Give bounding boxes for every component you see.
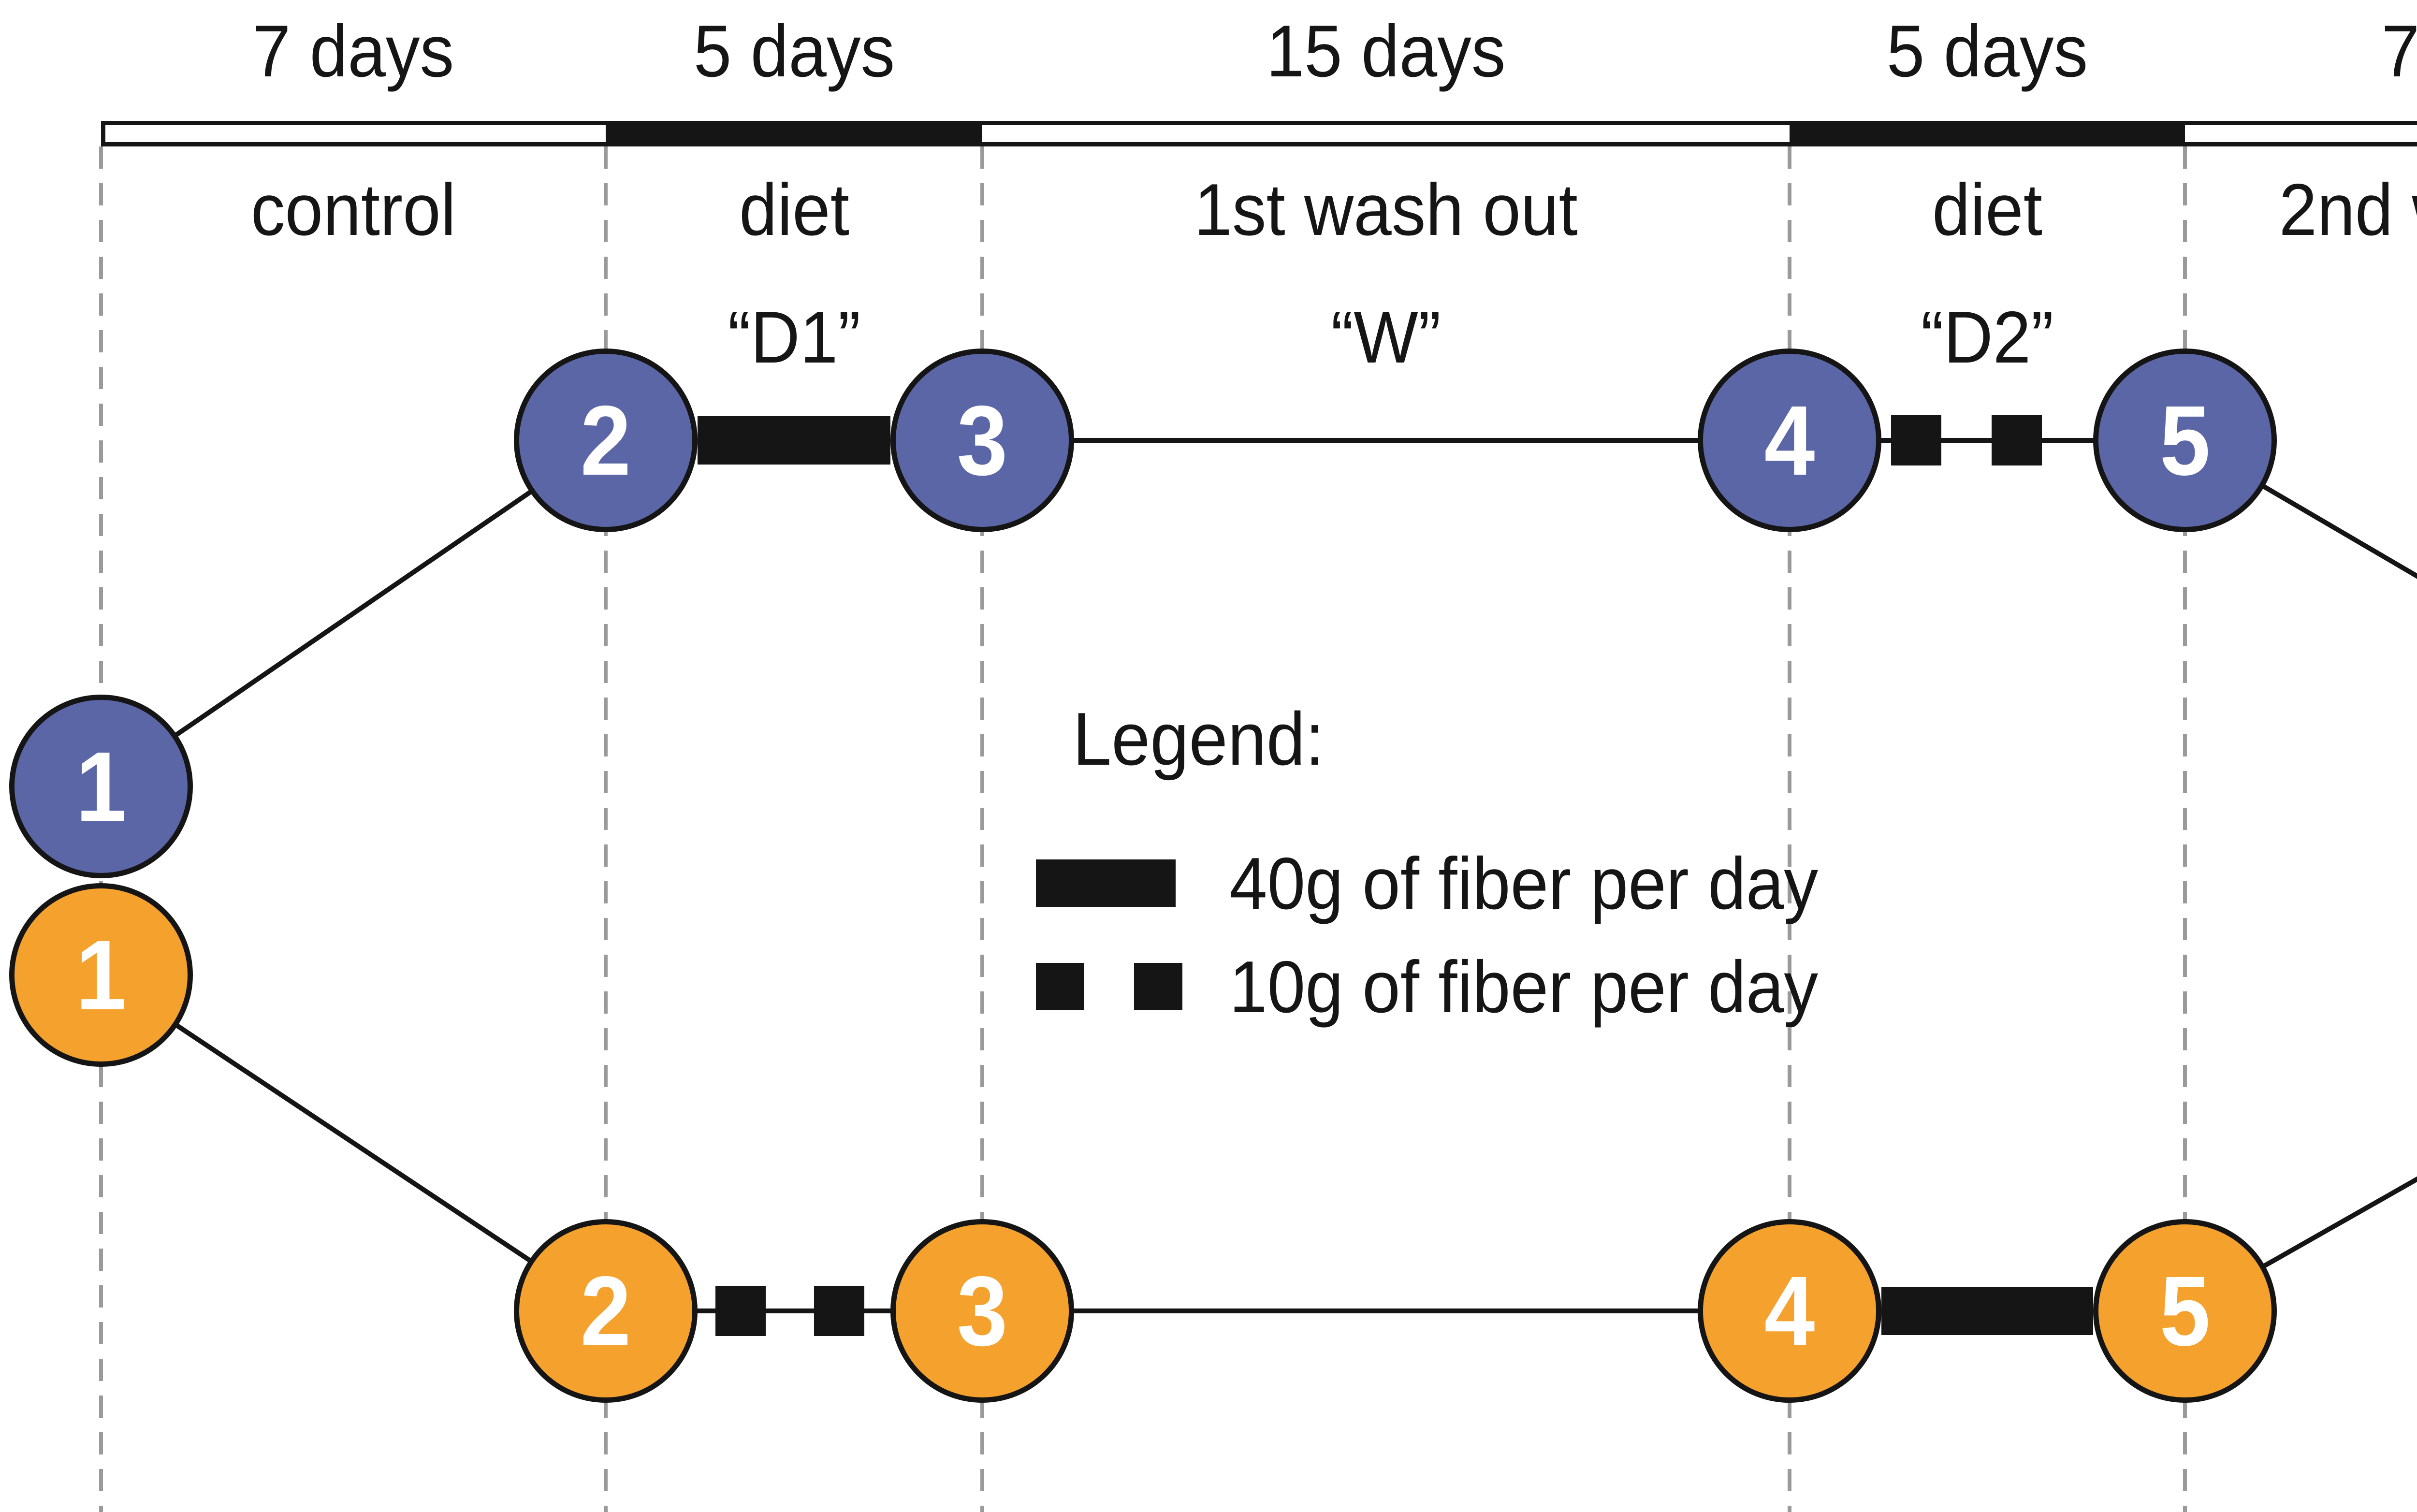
fiber-40g-connector-bottom [1881, 1287, 2093, 1335]
legend-swatch-40g-solid-bar [1036, 859, 1176, 907]
node-number: 4 [1764, 1255, 1815, 1367]
node-blue-1: 1 [9, 695, 193, 878]
node-number: 3 [957, 1255, 1008, 1367]
diet-segment-d1 [606, 121, 982, 146]
legend-swatch-10g-dash-1 [1036, 963, 1084, 1010]
node-blue-5: 5 [2093, 349, 2277, 532]
phase-label-control: control [250, 169, 456, 251]
code-label-d1: “D1” [728, 296, 861, 378]
fiber-10g-dash-top-1 [1891, 415, 1941, 465]
node-number: 3 [957, 385, 1008, 496]
duration-label-control: 7 days [252, 10, 454, 92]
line-1-to-2-bottom [100, 973, 607, 1313]
line-5-to-6-top [2184, 438, 2417, 579]
node-number: 2 [580, 385, 631, 496]
legend-swatch-10g-dash-2 [1134, 963, 1182, 1010]
node-number: 5 [2159, 1255, 2211, 1367]
node-orange-5: 5 [2093, 1219, 2277, 1403]
node-number: 1 [75, 731, 127, 842]
code-label-w: “W” [1331, 296, 1441, 378]
node-number: 4 [1764, 385, 1815, 496]
node-number: 2 [580, 1255, 631, 1367]
phase-label-diet2: diet [1932, 169, 2042, 251]
duration-label-washout1: 15 days [1266, 10, 1506, 92]
node-blue-4: 4 [1698, 349, 1881, 532]
phase-label-washout1: 1st wash out [1194, 169, 1578, 251]
legend-label-10g: 10g of fiber per day [1229, 946, 1819, 1028]
code-label-d2: “D2” [1921, 296, 2054, 378]
phase-label-diet1: diet [739, 169, 849, 251]
node-blue-3: 3 [890, 349, 1074, 532]
duration-label-washout2: 7 days [2381, 10, 2417, 92]
line-5-to-6-bottom [2184, 1176, 2417, 1313]
line-1-to-2-top [100, 438, 607, 789]
node-orange-2: 2 [514, 1219, 698, 1403]
fiber-10g-dash-top-2 [1992, 415, 2042, 465]
legend-label-40g: 40g of fiber per day [1229, 843, 1819, 925]
fiber-40g-connector-top [698, 416, 890, 465]
phase-label-washout2: 2nd wash out [2279, 169, 2417, 251]
fiber-10g-dash-bottom-1 [715, 1286, 766, 1336]
duration-label-diet2: 5 days [1886, 10, 2088, 92]
node-number: 5 [2159, 385, 2211, 496]
duration-label-diet1: 5 days [693, 10, 895, 92]
node-orange-1: 1 [9, 883, 193, 1067]
diet-segment-d2 [1790, 121, 2185, 146]
node-blue-2: 2 [514, 349, 698, 532]
node-number: 1 [75, 919, 127, 1031]
node-orange-4: 4 [1698, 1219, 1881, 1403]
legend-title: Legend: [1073, 697, 1325, 781]
node-orange-3: 3 [890, 1219, 1074, 1403]
fiber-10g-dash-bottom-2 [814, 1286, 864, 1336]
